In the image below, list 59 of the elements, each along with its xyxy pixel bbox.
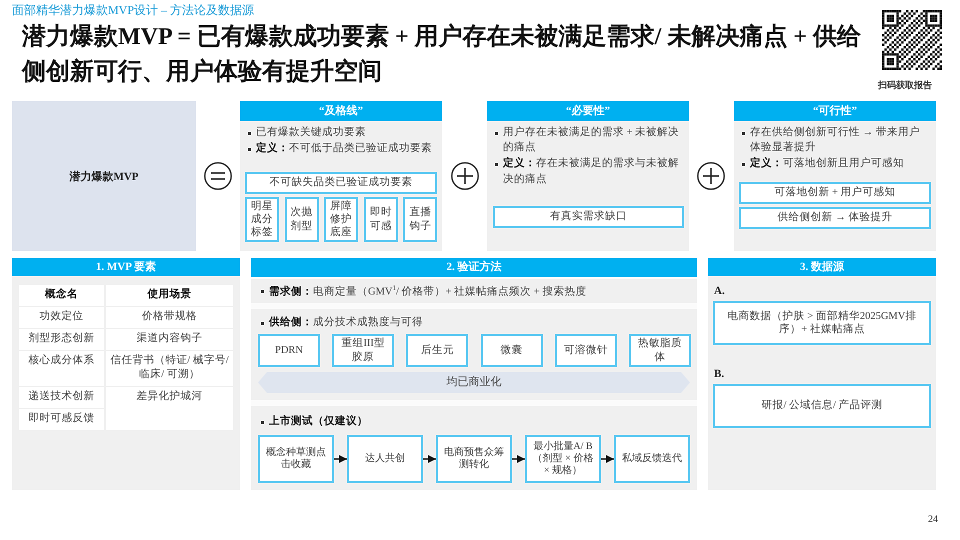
arrow	[423, 455, 436, 463]
commercialized-band: 均已商业化	[258, 372, 690, 393]
step-box: 达人共创	[347, 435, 423, 483]
method-panel	[251, 406, 697, 490]
step-box: 概念种草测点击收藏	[258, 435, 334, 483]
mvp-box: 潜力爆款MVP	[12, 101, 196, 251]
demand-gap-box: 有真实需求缺口	[493, 206, 684, 228]
table-header-cell: 概念名	[19, 285, 104, 306]
panel-header: 3. 数据源	[708, 258, 936, 276]
ingredient-box: PDRN	[258, 334, 320, 367]
ingredient-box: 后生元	[406, 334, 468, 367]
ingredient-box: 重组III型胶原	[332, 334, 394, 367]
table-cell: 价格带规格	[106, 307, 233, 328]
arrow	[601, 455, 614, 463]
element-box: 明星成分标签	[245, 197, 279, 242]
slide-title: 潜力爆款MVP = 已有爆款成功要素 + 用户存在未被满足需求/ 未解决痛点 + 供给侧创新可行、用户体验有提升空间	[22, 22, 862, 87]
panel-header: “及格线”	[240, 101, 442, 121]
section-panel	[708, 258, 936, 490]
feasibility-box: 供给侧创新 → 体验提升	[739, 207, 931, 229]
table-cell: 剂型形态创新	[19, 329, 104, 350]
section-letter: B.	[714, 368, 724, 380]
table-cell: 差异化护城河	[106, 387, 233, 430]
step-box: 私域反馈迭代	[614, 435, 690, 483]
panel-header: “必要性”	[487, 101, 689, 121]
panel-header: “可行性”	[734, 101, 936, 121]
arrow	[512, 455, 525, 463]
ingredient-box: 可溶微针	[554, 334, 617, 367]
step-box: 电商预售众筹测转化	[436, 435, 512, 483]
criteria-panel	[240, 101, 442, 251]
table-cell: 功效定位	[19, 307, 104, 328]
method-panel	[251, 279, 697, 303]
panel-header: 2. 验证方法	[251, 258, 697, 277]
table-header-cell: 使用场景	[106, 285, 233, 306]
table-cell: 核心成分体系	[19, 351, 104, 386]
data-source-box: 电商数据（护肤 > 面部精华2025GMV排序）+ 社媒帖痛点	[713, 301, 931, 345]
element-box: 次抛剂型	[284, 197, 319, 242]
table-cell: 递送技术创新	[19, 387, 104, 408]
table-cell: 即时可感反馈	[19, 409, 104, 430]
table-cell: 渠道内容钩子	[106, 329, 233, 350]
method-panel	[251, 309, 697, 400]
ingredient-box: 热敏脂质体	[629, 334, 691, 367]
data-source-box: 研报/ 公域信息/ 产品评测	[713, 384, 931, 428]
arrow	[334, 455, 347, 463]
section-letter: A.	[714, 285, 725, 297]
element-box: 直播钩子	[403, 197, 438, 242]
requirement-box: 不可缺失品类已验证成功要素	[245, 172, 437, 194]
header-text: 面部精华潜力爆款MVP设计 – 方法论及数据源	[12, 2, 254, 19]
page-number: 24	[928, 514, 938, 525]
qr-caption: 扫码获取报告	[878, 79, 932, 92]
step-box: 最小批量A/ B（剂型 × 价格 × 规格）	[525, 435, 601, 483]
feasibility-box: 可落地创新 + 用户可感知	[739, 182, 931, 204]
element-box: 即时可感	[364, 197, 398, 242]
element-box: 屏障修护底座	[324, 197, 358, 242]
panel-header: 1. MVP 要素	[12, 258, 240, 276]
criteria-panel	[487, 101, 689, 251]
section-panel	[251, 258, 697, 490]
criteria-panel	[734, 101, 936, 251]
table-cell: 信任背书（特证/ 械字号/ 临床/ 可溯）	[106, 351, 233, 386]
ingredient-box: 微囊	[480, 334, 543, 367]
